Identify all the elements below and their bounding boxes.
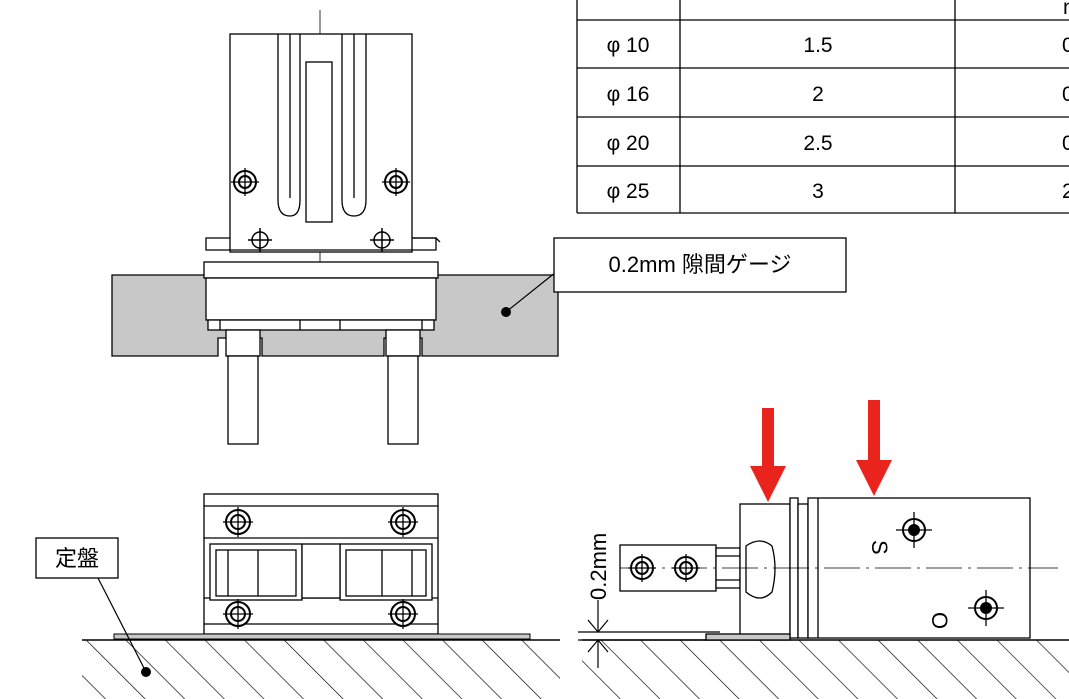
- dimension-label: 0.2mm: [586, 533, 611, 600]
- table-header-fragment: n: [1063, 0, 1069, 19]
- press-arrow-icon: [750, 408, 786, 502]
- screw-icon: [223, 507, 253, 537]
- table-cell-cut: 0: [1062, 132, 1069, 155]
- table-cell-bore: φ 10: [607, 34, 650, 57]
- gripper-front-view: [205, 10, 441, 345]
- screw-icon: [388, 507, 418, 537]
- finger-right: [385, 329, 421, 445]
- screw-icon: [388, 599, 418, 629]
- table-row: φ 10 1.5 0: [607, 34, 1069, 57]
- screw-icon: [672, 554, 700, 582]
- gap-gauge-callout: [553, 237, 847, 293]
- screw-icon: [223, 599, 253, 629]
- table-cell-bore: φ 25: [607, 180, 650, 203]
- press-arrow-icon: [856, 400, 892, 496]
- table-cell-bore: φ 20: [607, 132, 650, 155]
- plate-leader-line: [97, 577, 147, 673]
- dimension-marker: [578, 600, 720, 668]
- table-cell-cut: 0: [1062, 83, 1069, 106]
- gripper-jaw-housing: [203, 261, 439, 331]
- pin-icon: [370, 228, 394, 252]
- table-cell-bore: φ 16: [607, 83, 650, 106]
- table-row: φ 20 2.5 0: [607, 132, 1069, 155]
- port-fitting-icon: [896, 512, 932, 548]
- surface-plate-label: 定盤: [55, 546, 99, 571]
- table-cell-value: 1.5: [803, 34, 832, 57]
- surface-plate-callout: [35, 537, 119, 579]
- pin-icon: [248, 228, 272, 252]
- table-row: φ 16 2 0: [607, 83, 1069, 106]
- table-cell-value: 3: [812, 180, 824, 203]
- port-o-label: O: [927, 612, 952, 629]
- table-cell-value: 2.5: [803, 132, 832, 155]
- table-cell-cut: 0: [1062, 34, 1069, 57]
- screw-icon: [231, 168, 259, 196]
- screw-icon: [382, 168, 410, 196]
- gauge-plate-thin: [113, 633, 531, 640]
- finger-left: [225, 329, 261, 445]
- screw-icon: [628, 554, 656, 582]
- spec-table: [576, 0, 1069, 214]
- port-fitting-icon: [968, 590, 1004, 626]
- table-row: φ 25 3 2: [607, 180, 1069, 203]
- port-s-label: S: [867, 540, 892, 555]
- table-cell-value: 2: [812, 83, 824, 106]
- ground-hatch: [582, 640, 1069, 699]
- gap-gauge-label: 0.2mm 隙間ゲージ: [609, 252, 792, 277]
- table-cell-cut: 2: [1062, 180, 1069, 203]
- gauge-leader-line: [505, 271, 557, 313]
- ground-hatch: [82, 640, 560, 699]
